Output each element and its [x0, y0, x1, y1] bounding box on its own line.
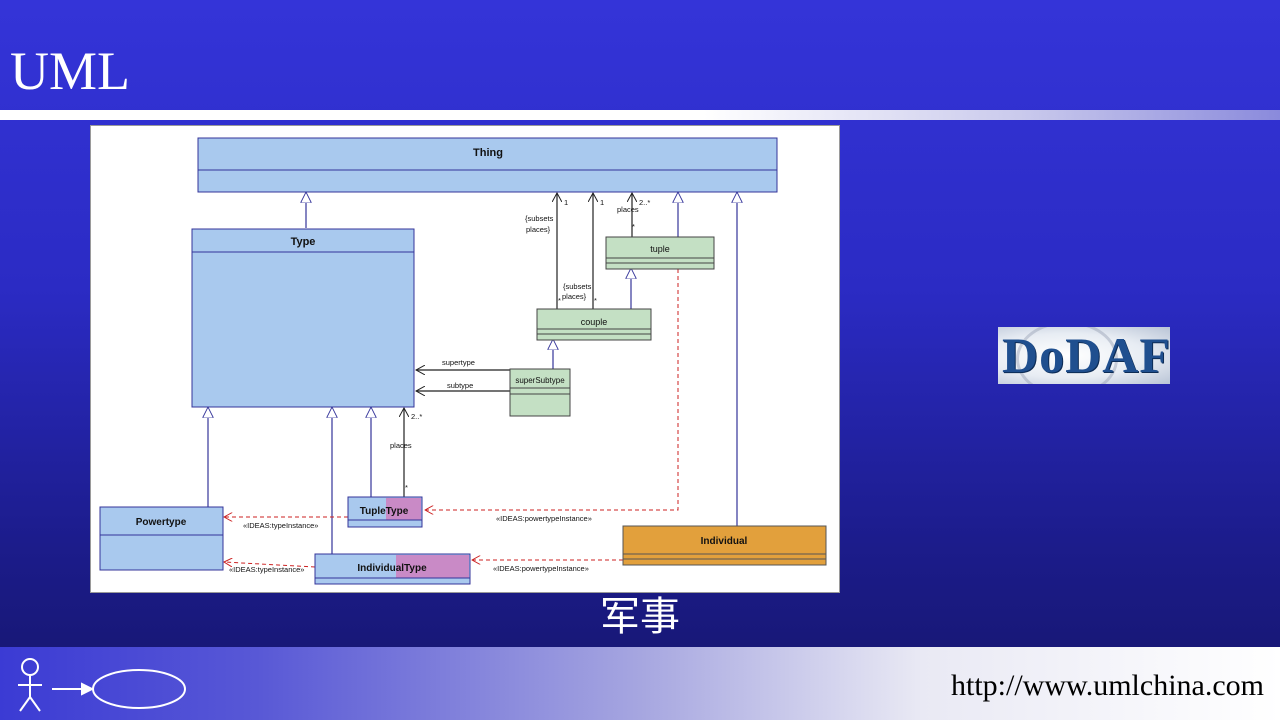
class-individual[interactable]: Individual: [622, 525, 827, 566]
class-supersubtype[interactable]: superSubtype: [509, 368, 571, 417]
use-case-actor-icon: [18, 658, 186, 712]
label-powertype-instance-1: «IDEAS:powertypeInstance»: [496, 514, 592, 523]
class-individual-label: Individual: [701, 536, 748, 547]
label-powertype-instance-2: «IDEAS:powertypeInstance»: [493, 564, 589, 573]
dependency-edges: [224, 269, 679, 568]
seal-icon: [1016, 327, 1118, 384]
slide-footer: http://www.umlchina.com: [0, 647, 1280, 720]
label-supertype: supertype: [442, 358, 475, 367]
class-type[interactable]: Type: [191, 228, 415, 408]
class-supersubtype-label: superSubtype: [515, 376, 565, 385]
title-divider: [0, 110, 1280, 120]
class-powertype[interactable]: Powertype: [99, 506, 224, 571]
slide-caption: 军事: [600, 594, 680, 640]
slide-title: UML: [10, 41, 130, 101]
generalization-edges: [208, 193, 737, 554]
class-type-label: Type: [291, 236, 316, 248]
association-edges: [404, 193, 632, 497]
class-thing-label: Thing: [473, 147, 503, 159]
label-mult-1a: 1: [564, 198, 568, 207]
class-individualtype-label: IndividualType: [357, 563, 427, 574]
label-subsets-a-1: {subsets: [525, 214, 554, 223]
label-mult-2n-type: 2..*: [411, 412, 422, 421]
label-places-top: places: [617, 205, 639, 214]
class-tupletype[interactable]: TupleType: [347, 496, 423, 528]
class-tuple-label: tuple: [650, 244, 670, 254]
label-subtype: subtype: [447, 381, 473, 390]
label-mult-1b: 1: [600, 198, 604, 207]
class-thing[interactable]: Thing: [197, 137, 778, 193]
label-subsets-a-2: places}: [526, 225, 551, 234]
dodaf-logo: DoDAF: [998, 327, 1170, 384]
label-star-a: *: [558, 296, 561, 305]
dodaf-logo-text: DoDAF: [1002, 327, 1170, 383]
class-tuple[interactable]: tuple: [605, 236, 715, 270]
class-couple[interactable]: couple: [536, 308, 652, 341]
footer-url[interactable]: http://www.umlchina.com: [950, 669, 1264, 702]
label-places-type: places: [390, 441, 412, 450]
class-individualtype[interactable]: IndividualType: [314, 553, 471, 585]
edge-tuple-powertypeinstance: [425, 269, 679, 510]
label-type-instance-2: «IDEAS:typeInstance»: [229, 565, 304, 574]
class-tupletype-label: TupleType: [360, 506, 409, 517]
label-type-instance-1: «IDEAS:typeInstance»: [243, 521, 318, 530]
label-mult-2n-top: 2..*: [639, 198, 650, 207]
label-star-tupletype: *: [405, 483, 408, 492]
uml-class-diagram: Thing Type tuple couple superSubtype: [90, 125, 840, 593]
label-subsets-b-1: {subsets: [563, 282, 592, 291]
edge-individualtype-typeinstance: [224, 562, 316, 568]
class-couple-label: couple: [581, 317, 608, 327]
class-powertype-label: Powertype: [136, 517, 187, 528]
label-subsets-b-2: places}: [562, 292, 587, 301]
label-star-tuple: *: [632, 222, 635, 231]
label-star-b: *: [594, 296, 597, 305]
